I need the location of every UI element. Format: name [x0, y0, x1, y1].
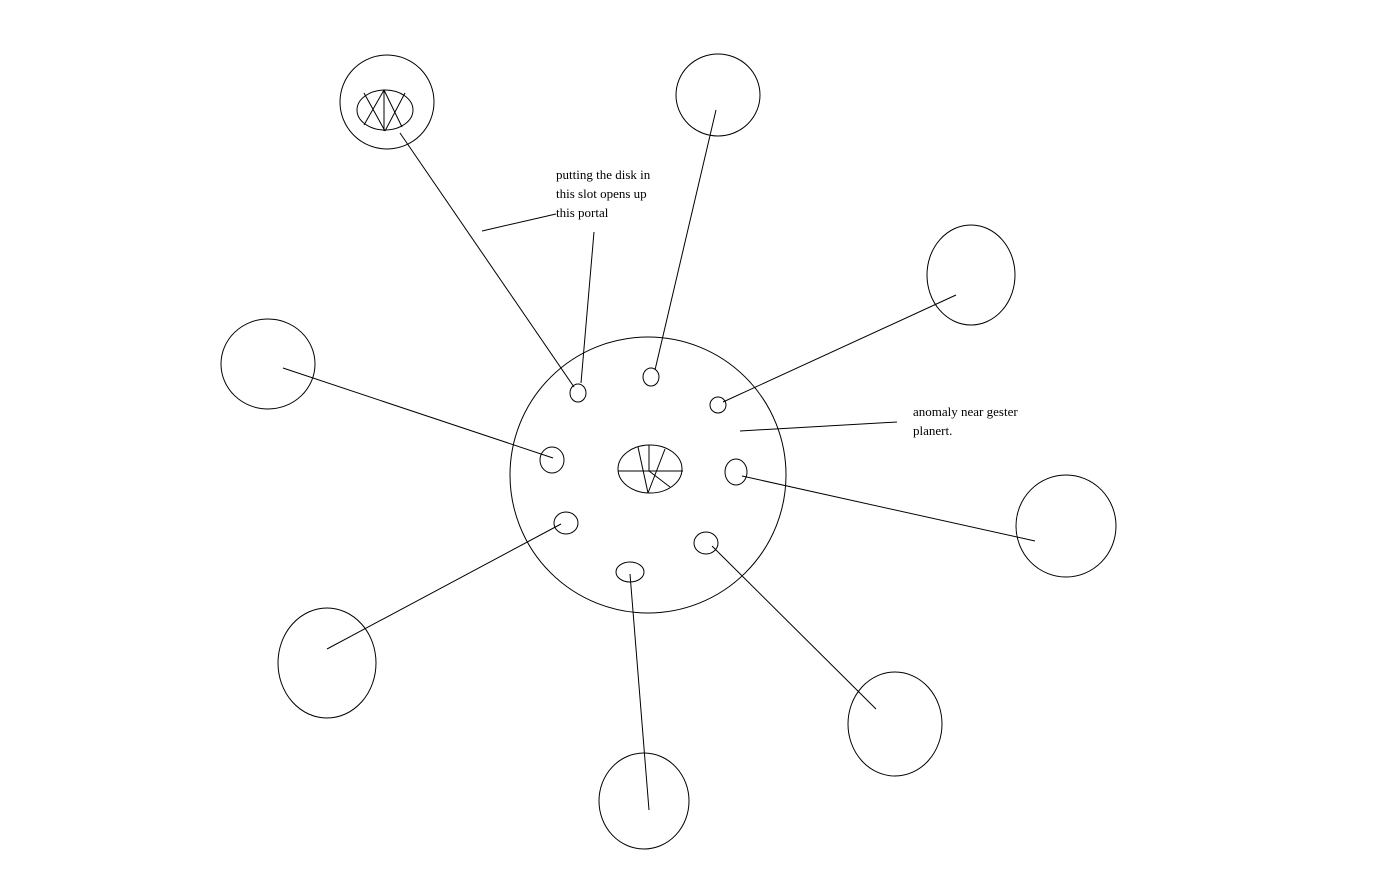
central-emblem-lines	[618, 445, 683, 494]
slot-right	[724, 458, 748, 486]
connection-lines	[282, 109, 1036, 811]
disk-slot-note: putting the disk in this slot opens up t…	[556, 167, 651, 220]
hub-slots	[539, 367, 748, 583]
slot-lower-left	[553, 511, 579, 535]
portal-right	[1015, 474, 1117, 578]
portal-top	[675, 53, 761, 137]
portal-top-left-emblem-lines	[363, 89, 406, 132]
portal-lower-left	[277, 607, 377, 719]
central-hub	[509, 336, 787, 614]
slot-bottom	[615, 561, 645, 583]
portal-bottom	[598, 752, 690, 850]
slot-upper-left	[569, 383, 587, 403]
slot-lower-right	[693, 531, 719, 555]
portal-upper-right	[926, 224, 1016, 326]
slot-left	[539, 446, 565, 474]
central-hub-emblem	[617, 444, 683, 494]
slot-upper-right	[709, 396, 727, 414]
portal-lower-right	[847, 671, 943, 777]
anomaly-note: anomaly near gester planert.	[913, 404, 1018, 438]
slot-top	[642, 367, 660, 387]
portals	[220, 53, 1117, 850]
annotation-leader-lines	[481, 213, 898, 432]
portal-left	[220, 318, 316, 410]
portal-top-left	[339, 54, 435, 150]
